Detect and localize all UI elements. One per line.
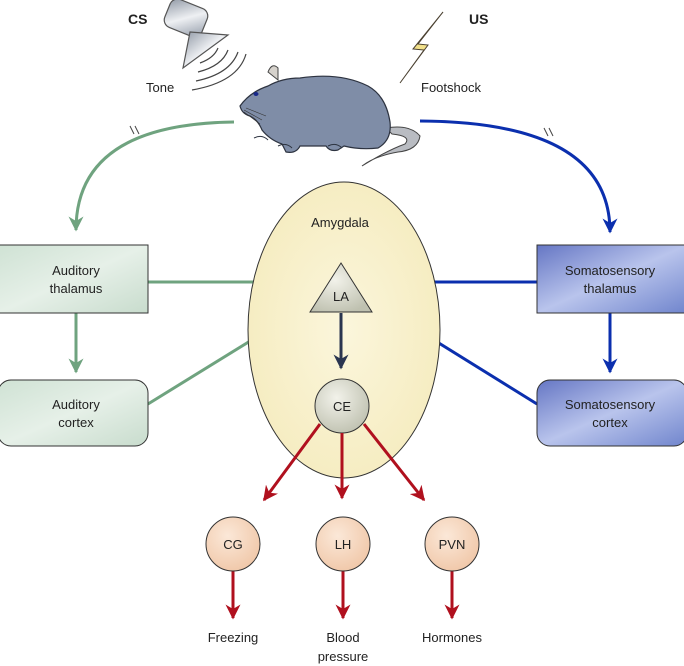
amygdala: Amygdala	[247, 181, 441, 479]
us-label: Footshock	[421, 80, 481, 95]
region-label: Somatosensory	[565, 397, 656, 412]
ce-to-cg-arrow	[262, 423, 322, 502]
node-label: CG	[223, 537, 243, 552]
lightning-bolt-icon	[399, 11, 444, 84]
break-mark	[543, 127, 554, 137]
output-pathways	[225, 423, 460, 620]
somatosensory-thalamus-box: Somatosensory thalamus	[536, 244, 684, 314]
la-label: LA	[333, 289, 349, 304]
us-input-arrow	[419, 119, 618, 234]
output-node-cg: CG	[205, 516, 261, 572]
cs-tag: CS	[128, 11, 147, 27]
response-freezing: Freezing	[208, 630, 259, 645]
region-label: cortex	[592, 415, 628, 430]
node-label: LH	[335, 537, 352, 552]
rat-icon	[239, 65, 421, 167]
ce-label: CE	[333, 399, 351, 414]
auditory-thalamus-box: Auditory thalamus	[0, 244, 149, 314]
somatosensory-cortex-box: Somatosensory cortex	[536, 379, 684, 447]
us-tag: US	[469, 11, 488, 27]
ce-to-pvn-arrow	[362, 423, 426, 502]
region-label: Somatosensory	[565, 263, 656, 278]
node-label: PVN	[439, 537, 466, 552]
response-blood-pressure-line2: pressure	[318, 649, 369, 664]
response-blood-pressure: Blood	[326, 630, 359, 645]
response-hormones: Hormones	[422, 630, 482, 645]
output-node-lh: LH	[315, 516, 371, 572]
region-label: thalamus	[50, 281, 103, 296]
region-label: thalamus	[584, 281, 637, 296]
auditory-cortex-box: Auditory cortex	[0, 379, 149, 447]
break-mark	[129, 125, 140, 135]
region-label: cortex	[58, 415, 94, 430]
output-node-pvn: PVN	[424, 516, 480, 572]
amygdala-label: Amygdala	[311, 215, 370, 230]
cs-input-arrow	[68, 120, 235, 232]
region-label: Auditory	[52, 263, 100, 278]
region-label: Auditory	[52, 397, 100, 412]
ce-nucleus: CE	[314, 378, 370, 434]
cs-label: Tone	[146, 80, 174, 95]
la-nucleus: LA	[309, 262, 373, 313]
speaker-icon	[163, 0, 247, 91]
